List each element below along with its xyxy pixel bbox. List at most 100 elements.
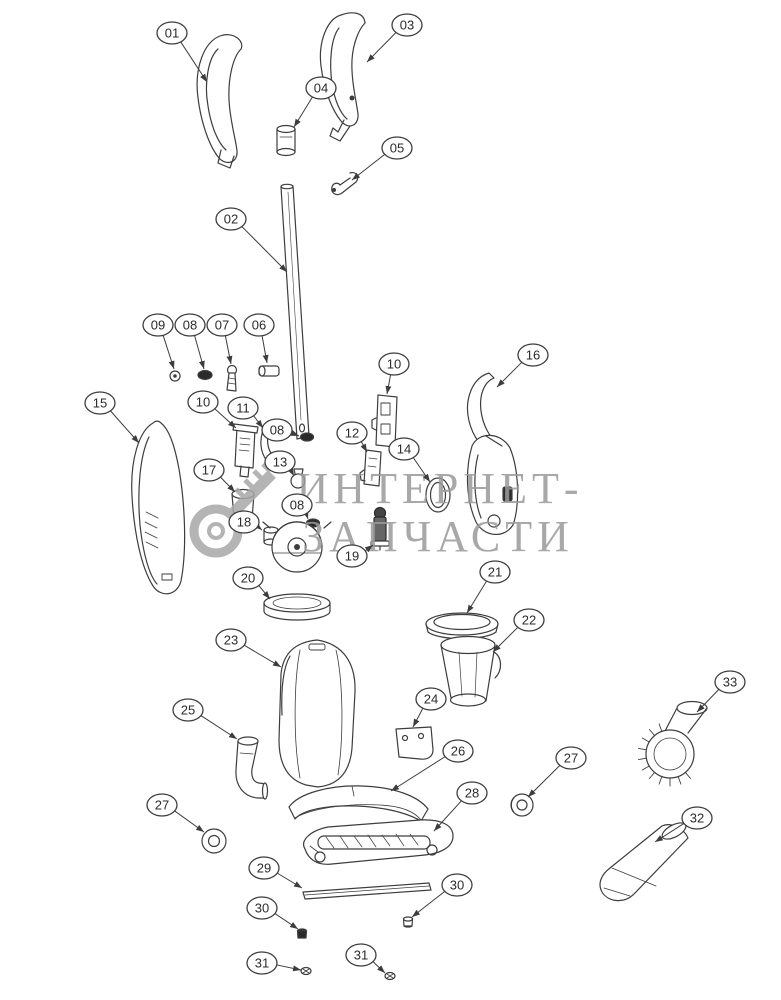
callout-bubble [378,352,410,376]
callout-08: 08 [261,418,300,442]
callout-leader-line [287,467,295,477]
callout-number: 17 [202,463,216,478]
callout-leader-line [174,810,205,833]
callout-bubble [156,21,188,45]
callout-bubble [215,207,247,231]
callout-number: 22 [522,613,536,628]
part-21-filter-tray [425,612,499,640]
callout-27: 27 [146,793,205,833]
callout-leader-line [214,408,237,429]
part-13-clamp [290,468,306,489]
callout-number: 11 [236,401,250,416]
callout-20: 20 [232,566,271,600]
part-motor-assembly [262,521,332,573]
callout-leader-line [433,800,462,832]
part-10-filter-frame [232,423,259,478]
callout-bubble [142,313,174,337]
part-16-handheld-body [466,372,519,535]
part-32-crevice-tool [599,822,689,902]
callout-31: 31 [246,951,302,975]
callout-number: 16 [526,348,540,363]
part-08-seal-a [197,369,213,381]
part-02-extension-tube [280,183,310,440]
callout-leader-line [162,335,175,370]
callout-bubble [479,560,511,584]
callout-01: 01 [156,21,208,83]
part-29-squeegee-strip [302,882,432,900]
callout-06: 06 [243,313,275,364]
callout-bubble [232,566,264,590]
callout-08: 08 [281,493,313,520]
callout-21: 21 [466,560,511,614]
callout-25: 25 [172,698,238,740]
parts-layer [131,12,708,981]
callout-leader-line [261,335,269,364]
part-14-gasket-oval [425,477,451,513]
callout-23: 23 [215,628,282,668]
part-07-screw-pin [226,364,238,392]
callout-30: 30 [246,896,299,930]
callout-number: 08 [290,498,304,513]
callout-leader-line [385,374,392,395]
callout-bubble [415,687,447,711]
callout-24: 24 [412,687,447,728]
callout-leader-line [241,226,288,273]
part-10-bracket-right [371,394,398,448]
callout-leader-line [274,913,299,930]
callout-number: 15 [93,396,107,411]
callout-number: 08 [183,318,197,333]
callout-leader-line [412,708,424,728]
callout-number: 24 [424,692,438,707]
callout-number: 07 [215,318,229,333]
callout-number: 19 [345,549,359,564]
callout-leader-line [366,32,397,63]
callout-number: 01 [165,26,179,41]
callout-leader-line [293,96,313,128]
part-20-filter-disc [263,593,331,621]
callout-22: 22 [492,608,545,653]
callout-number: 29 [257,861,271,876]
part-05-cord-hook [331,172,359,196]
callout-number: 09 [151,318,165,333]
part-22-dust-cup [440,635,502,707]
callout-bubble [391,13,423,37]
callout-bubble [345,943,377,967]
callout-bubble [305,76,337,100]
callout-number: 13 [273,455,287,470]
callout-03: 03 [366,13,423,63]
callout-bubble [281,493,313,517]
part-24-bracket-plate [395,726,434,760]
callout-number: 23 [224,633,238,648]
callout-leader-line [527,765,561,798]
callout-leader-line [110,410,140,444]
part-33-round-brush [638,700,708,787]
callout-bubble [714,670,746,694]
callout-leader-line [224,335,233,365]
callout-number: 30 [450,878,464,893]
callout-leader-line [276,964,302,972]
callout-number: 30 [255,901,269,916]
callout-number: 10 [196,395,210,410]
callout-19: 19 [336,544,374,568]
part-15-body-shell [131,420,186,595]
callout-11: 11 [227,396,264,429]
part-23-main-housing [278,639,356,788]
callout-number: 04 [314,81,328,96]
callout-28: 28 [433,781,488,832]
callout-bubble [246,896,278,920]
callout-31: 31 [345,943,386,974]
callout-29: 29 [248,856,303,889]
callout-33: 33 [696,670,746,713]
callout-13: 13 [264,450,296,477]
callout-18: 18 [228,510,263,534]
callout-number: 28 [465,786,479,801]
callout-leader-line [466,580,487,614]
callout-bubble [246,951,278,975]
callout-02: 02 [215,207,288,273]
part-30-fastener-left [296,928,308,939]
callout-leader-line [243,644,282,668]
callout-bubble [227,396,259,420]
callout-leader-line [253,415,264,429]
